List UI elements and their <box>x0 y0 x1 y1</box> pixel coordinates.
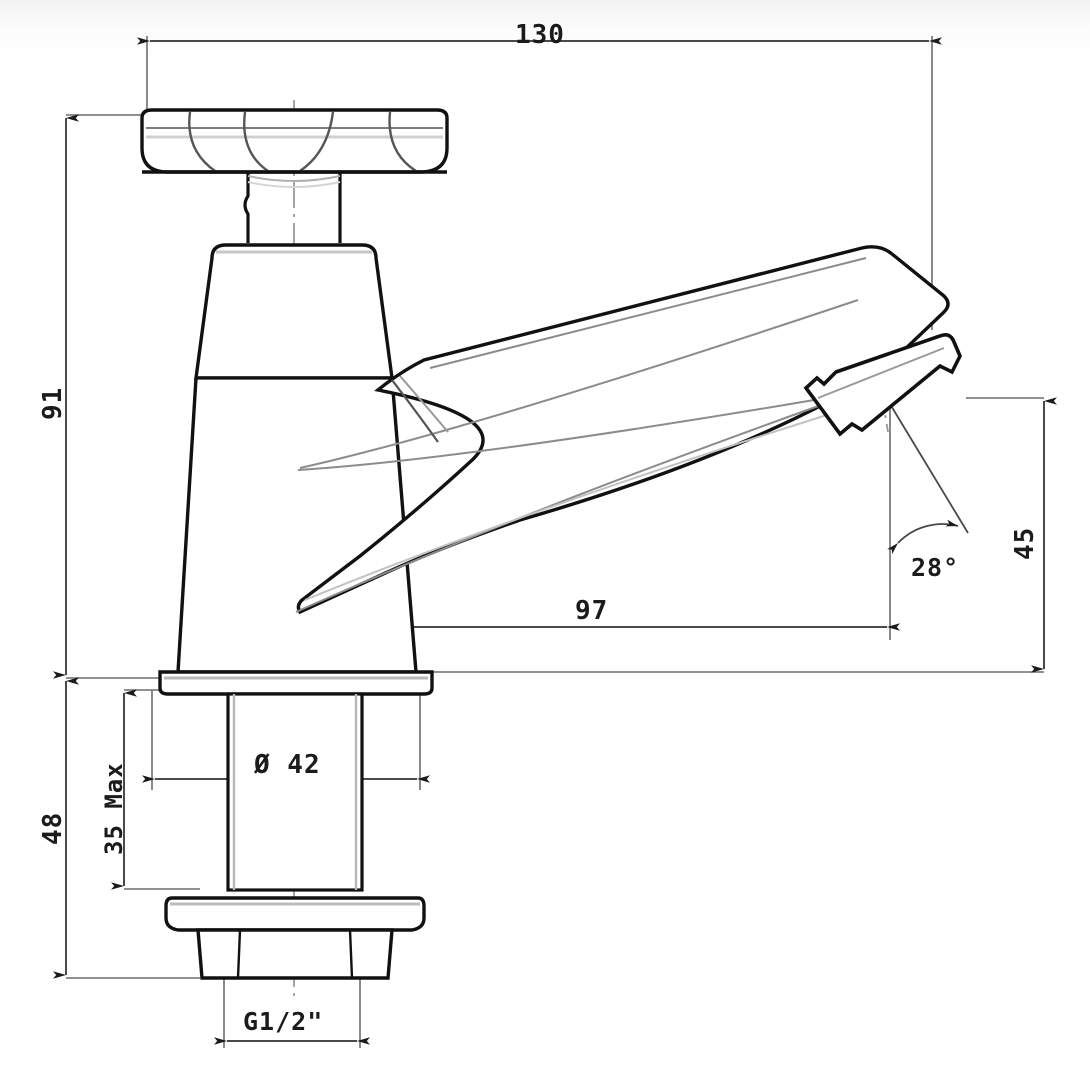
faucet-body <box>176 376 418 674</box>
dimension-label-overall-height: 91 <box>38 386 68 420</box>
faucet-spout <box>295 245 950 615</box>
dimension-label-max-thickness: 35 Max <box>100 762 128 855</box>
dimension-label-spout-reach: 97 <box>575 596 609 626</box>
mounting-nut <box>196 928 394 980</box>
faucet-bonnet <box>194 243 394 380</box>
dimension-label-spout-height: 45 <box>1010 526 1040 560</box>
spout-aerator <box>803 333 962 437</box>
dimension-label-thread: G1/2" <box>243 1007 324 1036</box>
angle-dimension-28 <box>887 403 969 555</box>
faucet-handle <box>140 108 449 174</box>
mounting-washer <box>164 896 426 932</box>
mounting-shank <box>226 692 364 892</box>
dimension-label-base-height: 48 <box>38 811 68 845</box>
handle-stem <box>243 172 342 243</box>
dimension-label-shank-diameter: Ø 42 <box>254 750 321 780</box>
faucet-base-flange <box>158 670 434 696</box>
dimension-label-overall-width: 130 <box>515 20 565 50</box>
dimension-label-aerator-angle: 28° <box>911 553 960 582</box>
